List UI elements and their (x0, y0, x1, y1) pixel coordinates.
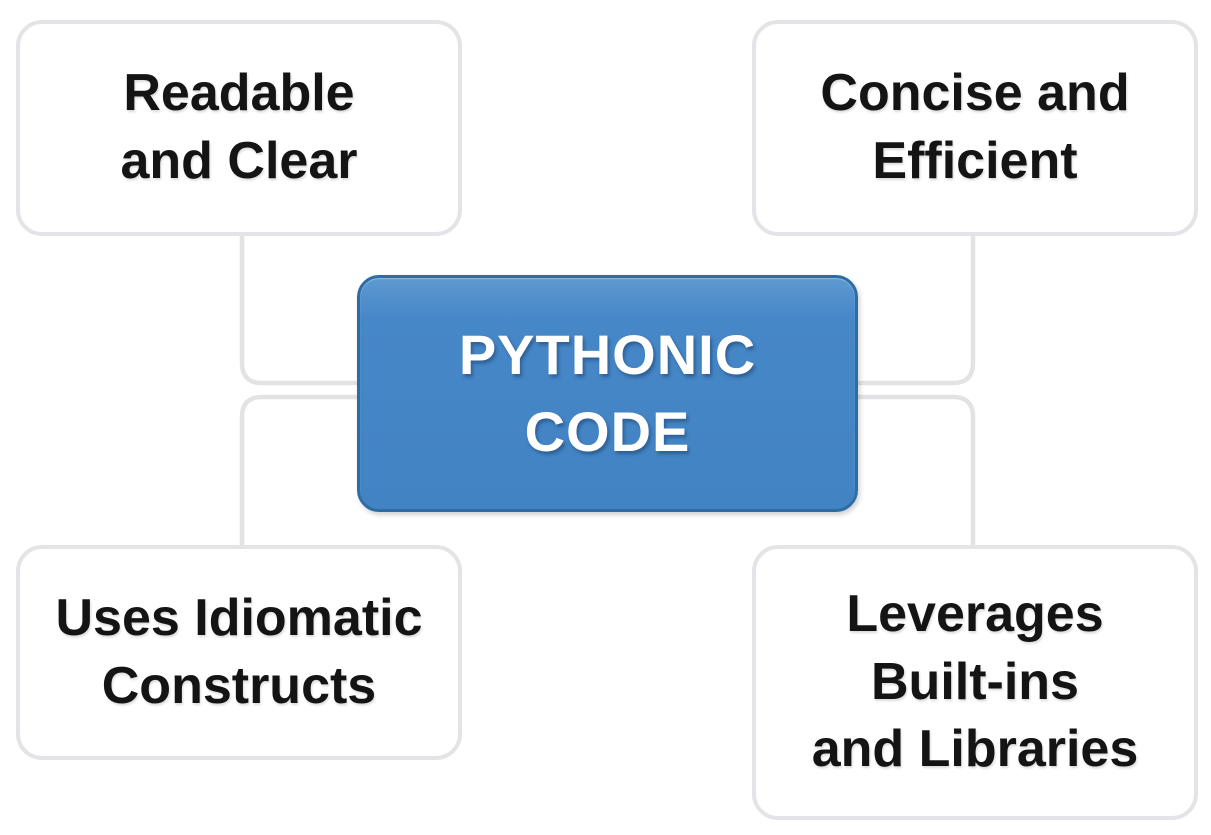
connector-bottom-right (855, 394, 976, 547)
connector-top-left (239, 234, 360, 386)
node-concise-efficient-label: Concise and Efficient (820, 64, 1130, 190)
node-pythonic-code: PYTHONIC CODE (357, 275, 858, 512)
node-concise-efficient: Concise and Efficient (752, 20, 1198, 236)
node-builtins-libraries-label: Leverages Built-ins and Libraries (811, 585, 1139, 779)
node-readable-clear: Readable and Clear (16, 20, 462, 236)
connector-bottom-left (239, 394, 360, 547)
node-idiomatic-constructs-label: Uses Idiomatic Constructs (55, 588, 423, 715)
connector-top-right (855, 234, 976, 386)
node-idiomatic-constructs: Uses Idiomatic Constructs (16, 545, 462, 760)
node-builtins-libraries: Leverages Built-ins and Libraries (752, 545, 1198, 820)
node-readable-clear-label: Readable and Clear (120, 64, 358, 190)
node-pythonic-code-label: PYTHONIC CODE (458, 323, 757, 463)
